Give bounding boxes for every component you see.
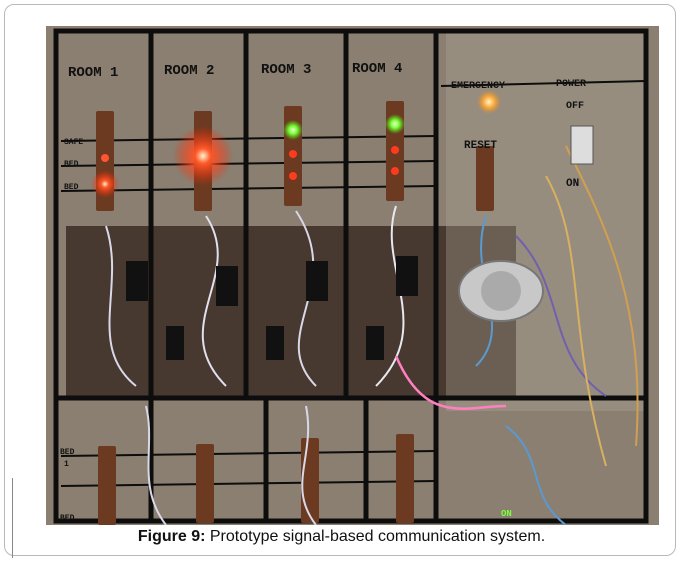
led-red-room2 <box>173 126 233 186</box>
led-emergency <box>477 90 501 114</box>
circuit-board <box>66 226 516 396</box>
off-label: OFF <box>566 101 584 112</box>
led-red-room1 <box>91 170 119 198</box>
led-green-room3 <box>283 120 303 140</box>
room-2-label: ROOM 2 <box>164 63 214 79</box>
marker-grid <box>53 28 649 524</box>
power-label: POWER <box>556 79 586 90</box>
reset-label: RESET <box>464 140 497 152</box>
figure-label: Figure 9: <box>137 528 206 545</box>
bed-label-b: BED <box>64 183 79 192</box>
figure-photo: ROOM 1 ROOM 2 ROOM 3 ROOM 4 EMERGENCY PO… <box>46 26 659 525</box>
bed-lower-label-1-num: 1 <box>64 460 69 469</box>
bed-lower-label-2: BED <box>60 514 75 523</box>
room-1-label: ROOM 1 <box>68 65 118 81</box>
ic-chips <box>126 256 418 360</box>
on-label-bottom: ON <box>501 509 512 519</box>
round-connector <box>458 260 544 322</box>
photo-illustration: ROOM 1 ROOM 2 ROOM 3 ROOM 4 EMERGENCY PO… <box>46 26 659 525</box>
room-3-label: ROOM 3 <box>261 62 311 78</box>
on-label-right: ON <box>566 178 579 190</box>
bed-label-a: BED <box>64 160 79 169</box>
emergency-label: EMERGENCY <box>451 81 505 92</box>
figure-caption: Figure 9: Prototype signal-based communi… <box>0 528 683 546</box>
led-green-room4 <box>385 114 405 134</box>
safe-label: SAFE <box>64 138 83 147</box>
power-switch <box>570 125 594 165</box>
figure-caption-text: Prototype signal-based communication sys… <box>209 528 546 545</box>
wires <box>105 145 639 525</box>
bed-lower-label-1: BED <box>60 448 75 457</box>
room-4-label: ROOM 4 <box>352 61 402 77</box>
left-rule <box>12 478 13 558</box>
